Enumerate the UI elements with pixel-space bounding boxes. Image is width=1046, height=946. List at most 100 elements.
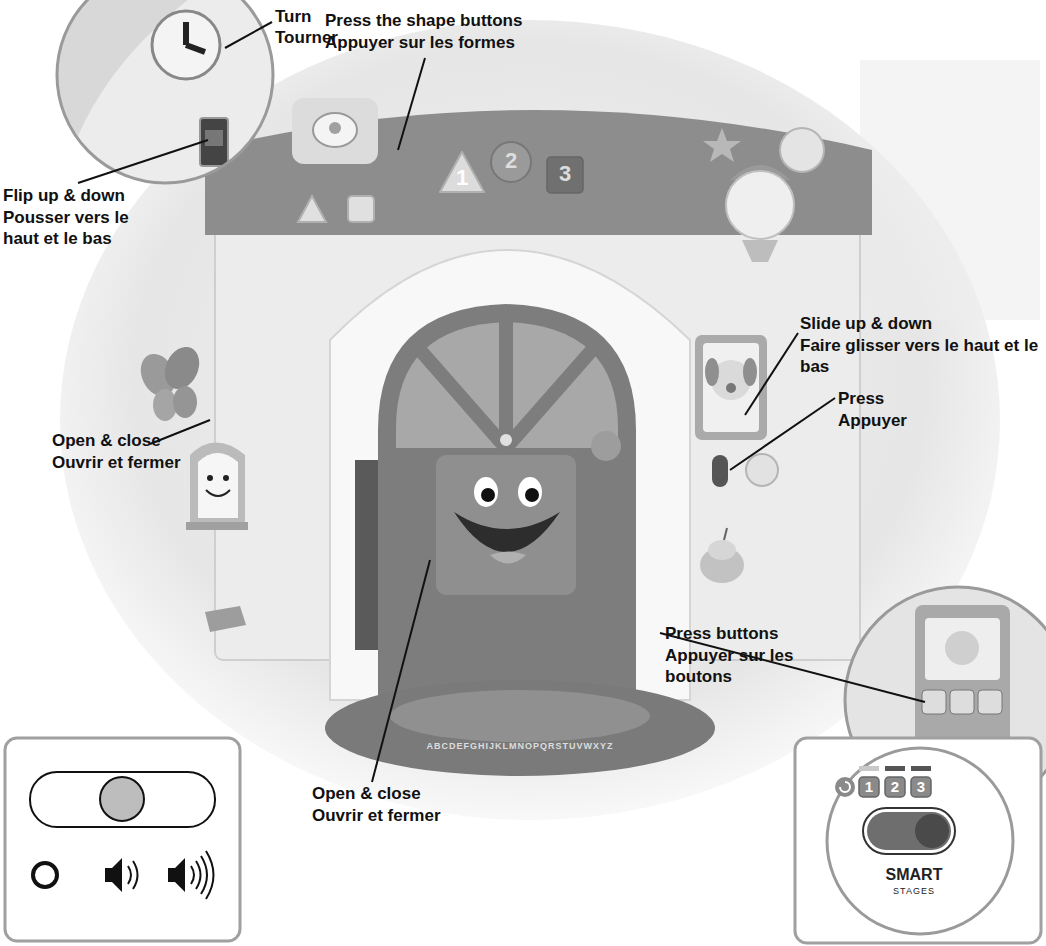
left-wall-toys-part <box>205 606 246 632</box>
volume-switch-box <box>5 738 240 941</box>
clock-inset-part-part <box>183 22 189 45</box>
left-wall-toys-part <box>173 386 197 418</box>
shape-button-square: 3 <box>546 156 584 194</box>
phone-inset-part-part <box>945 631 979 665</box>
clock-inset-part-part <box>152 11 220 79</box>
callout-label: Flip up & down <box>3 185 203 206</box>
phone-inset-part-part <box>950 690 974 714</box>
leader-lines-part <box>745 333 798 415</box>
roof-toys-part <box>703 128 741 162</box>
leader-lines-part <box>372 560 430 782</box>
right-wall-toys-part <box>708 540 736 560</box>
front-door-part <box>525 488 539 502</box>
clock-inset-part <box>50 0 300 190</box>
callout-label: Open & close <box>312 783 512 804</box>
volume-switch-box-part <box>128 866 131 884</box>
front-door-part <box>518 477 542 507</box>
smart-stages-panel: SMARTSTAGES123 <box>825 746 1015 936</box>
clock-inset-part <box>57 0 273 183</box>
house-body-part <box>330 250 690 700</box>
volume-switch-box-part <box>191 866 194 884</box>
leader-lines-part <box>730 398 835 470</box>
right-wall-toys-part <box>746 454 778 486</box>
callout-label: Press <box>838 388 988 409</box>
front-door-part <box>490 552 526 564</box>
front-door-part <box>396 322 618 448</box>
clock-inset-part-part <box>205 130 223 146</box>
volume-switch-box-part <box>5 738 240 941</box>
stage-number: 2 <box>884 776 906 798</box>
callout-label: Pousser vers le haut et le bas <box>3 207 163 249</box>
callout-label: Ouvrir et fermer <box>312 805 512 826</box>
roof-toys-part <box>780 128 824 172</box>
circle-outline <box>491 142 531 182</box>
volume-switch-box-part <box>206 851 214 899</box>
house-body <box>205 110 872 700</box>
front-door-part <box>506 350 592 448</box>
button-number: 1 <box>858 778 880 795</box>
left-wall-toys-part <box>223 475 229 481</box>
volume-switch-box-part <box>196 861 201 889</box>
front-door-part <box>500 434 512 446</box>
door-mat-part <box>390 690 650 742</box>
volume-switch-box-part <box>168 858 185 892</box>
callout-label: Appuyer sur les boutons <box>665 645 805 687</box>
right-wall-toys-part <box>724 528 727 540</box>
front-door-part <box>499 322 513 448</box>
right-wall-toys-part <box>726 383 736 393</box>
button-number: 2 <box>884 778 906 795</box>
front-door-part <box>436 455 576 595</box>
mat-alphabet: ABCDEFGHIJKLMNOPQRSTUVWXYZ <box>365 740 675 752</box>
front-door <box>355 304 636 700</box>
volume-switch-box-part <box>33 863 57 887</box>
stage-switch-knob <box>915 814 949 848</box>
left-wall-toys-part <box>198 453 238 518</box>
phone-inset-part-part <box>925 618 1000 680</box>
brand-text: SMART <box>819 866 1009 884</box>
stage-bar <box>859 766 879 771</box>
square-outline <box>859 777 879 797</box>
square-outline <box>885 777 905 797</box>
reset-icon <box>835 777 855 797</box>
front-door-part <box>420 350 506 448</box>
leader-lines <box>78 22 925 782</box>
brand-text: STAGES <box>819 886 1009 897</box>
stage-number: 1 <box>858 776 880 798</box>
leader-lines-part <box>660 633 925 702</box>
front-door-part <box>355 460 379 650</box>
roof-toys-part <box>742 240 778 262</box>
volume-switch-box-part <box>100 777 144 821</box>
phone-inset-part-part <box>922 690 946 714</box>
button-number: 3 <box>546 162 584 186</box>
stage-switch <box>863 808 955 854</box>
callout-label: Open & close <box>52 430 252 451</box>
roof-toys-part <box>329 122 341 134</box>
roof-toys-part <box>313 113 357 147</box>
callout-label: Appuyer sur les formes <box>325 32 585 53</box>
callout-label: Press buttons <box>665 623 815 644</box>
smart-stages-box <box>795 738 1041 943</box>
roof-toys-part <box>348 196 374 222</box>
button-number: 3 <box>910 778 932 795</box>
panel-outline <box>827 748 1013 934</box>
node-outline <box>825 746 1015 936</box>
clock-inset-part-part <box>186 45 205 52</box>
roof-toys-part <box>292 98 378 164</box>
stage-switch <box>867 812 951 850</box>
button-number: 1 <box>438 166 486 190</box>
right-wall-toys-part <box>695 335 767 440</box>
door-mat <box>325 680 715 776</box>
left-wall-toys-part <box>190 443 245 526</box>
left-wall-toys-part <box>206 490 230 496</box>
left-wall-toys <box>134 341 248 632</box>
leader-lines-part <box>78 140 208 183</box>
stage-number: 3 <box>910 776 932 798</box>
callout-label: Appuyer <box>838 410 988 431</box>
stage-bar <box>911 766 931 771</box>
right-wall-toys-part <box>712 455 728 487</box>
phone-inset-part-part <box>978 690 1002 714</box>
left-wall-toys-part <box>207 475 213 481</box>
leader-lines-part <box>225 22 272 48</box>
volume-switch-box-part <box>30 772 215 827</box>
